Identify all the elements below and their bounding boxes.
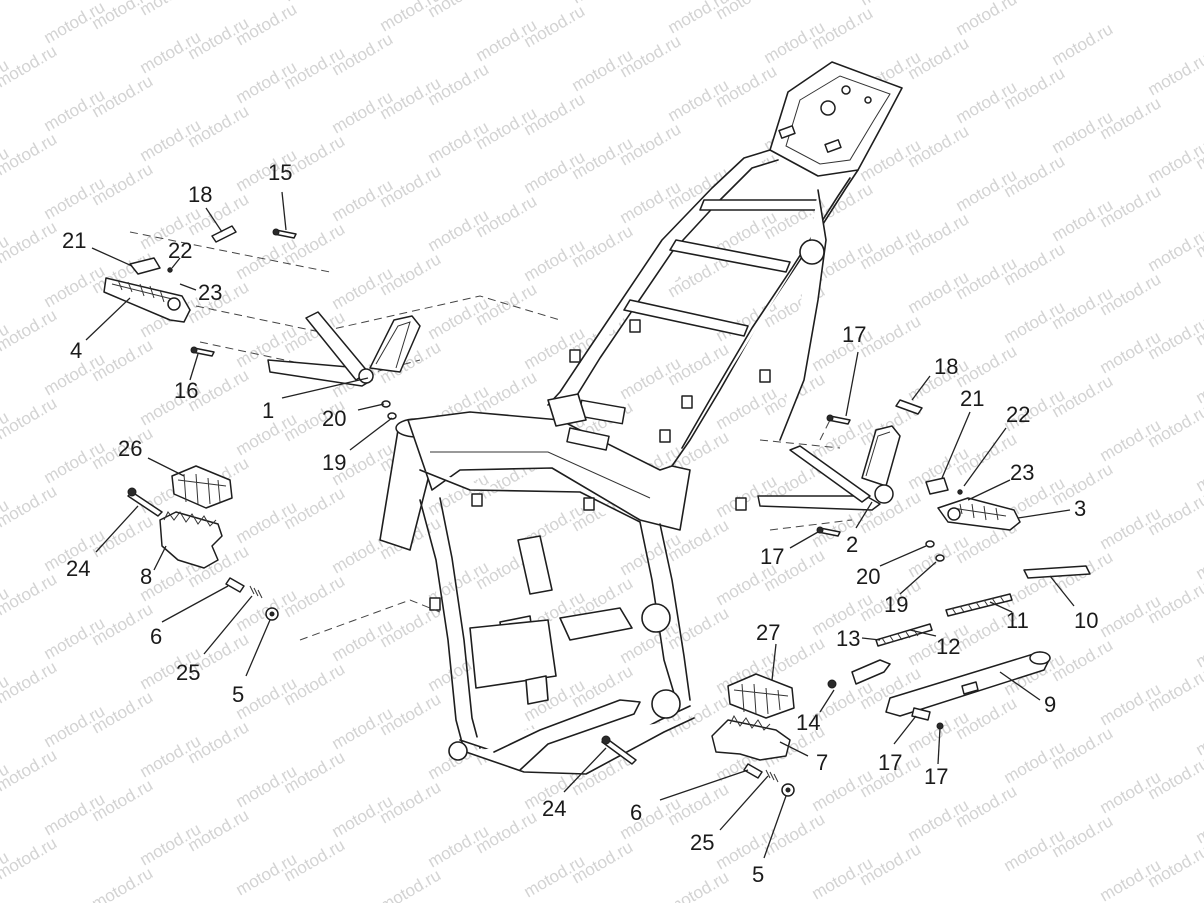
watermark-text: motod.ru — [0, 393, 60, 443]
watermark-text: motod.ru — [0, 833, 60, 883]
callout-8: 8 — [140, 564, 152, 589]
watermark-text: motod.ru — [1193, 357, 1204, 407]
watermark-text: motod.ru — [1145, 49, 1204, 99]
watermark-text: motod.ru — [1049, 19, 1117, 69]
callout-19: 19 — [322, 450, 346, 475]
small-hardware — [127, 225, 963, 797]
callout-5: 5 — [752, 862, 764, 887]
callout-21: 21 — [960, 386, 984, 411]
watermark-text: motod.ru — [0, 217, 60, 267]
callout-25: 25 — [690, 830, 714, 855]
callout-13: 13 — [836, 626, 860, 651]
watermark-text: motod.ru — [1193, 445, 1204, 495]
left-rear-footpeg — [103, 257, 191, 323]
right-footpeg-bracket — [757, 425, 901, 511]
watermark-text: motod.ru — [0, 657, 60, 707]
callout-17: 17 — [842, 322, 866, 347]
left-front-footpeg — [159, 465, 233, 569]
watermark-text: motod.ru — [0, 0, 60, 3]
callout-2: 2 — [846, 532, 858, 557]
watermark-text: motod.ru — [1193, 621, 1204, 671]
callout-6: 6 — [630, 800, 642, 825]
callout-7: 7 — [816, 750, 828, 775]
callout-1: 1 — [262, 398, 274, 423]
side-stand-assembly — [827, 565, 1091, 730]
callout-5: 5 — [232, 682, 244, 707]
watermark-text: motod.ru — [0, 305, 60, 355]
watermark-text: motod.ru — [1193, 533, 1204, 583]
callout-25: 25 — [176, 660, 200, 685]
callout-20: 20 — [856, 564, 880, 589]
callout-4: 4 — [70, 338, 82, 363]
callout-16: 14 — [796, 710, 820, 735]
callout-3: 3 — [1074, 496, 1086, 521]
callout-22: 22 — [1006, 402, 1030, 427]
left-footpeg-bracket — [267, 311, 421, 387]
callout-23: 23 — [198, 280, 222, 305]
watermark-text: motod.ru — [665, 867, 733, 903]
watermark-text: motod.ru — [1193, 709, 1204, 759]
callout-27: 27 — [756, 620, 780, 645]
right-front-footpeg — [711, 673, 795, 761]
callout-18: 18 — [188, 182, 212, 207]
callout-10: 10 — [1074, 608, 1098, 633]
callout-24: 24 — [66, 556, 90, 581]
watermark-text: motod.ru — [0, 129, 60, 179]
callout-11: 11 — [1006, 608, 1029, 633]
watermark-text: motod.ru — [377, 865, 445, 903]
watermark-text: motod.ru — [0, 745, 60, 795]
watermark-text: motod.ru — [1145, 225, 1204, 275]
watermark-text: motod.ru — [1145, 137, 1204, 187]
callout-22: 22 — [168, 238, 192, 263]
motorcycle-frame — [379, 61, 903, 775]
callout-26: 26 — [118, 436, 142, 461]
callout-18: 18 — [934, 354, 958, 379]
watermark-text: motod.ru — [0, 41, 60, 91]
callout-21: 21 — [62, 228, 86, 253]
callout-leaders — [85, 191, 1075, 859]
callout-6: 6 — [150, 624, 162, 649]
watermark-text: motod.ru — [1193, 797, 1204, 847]
callout-19: 19 — [884, 592, 908, 617]
callout-23: 23 — [1010, 460, 1034, 485]
callout-17: 15 — [268, 160, 292, 185]
callout-20: 20 — [322, 406, 346, 431]
watermark-text: motod.ru — [0, 569, 60, 619]
right-rear-footpeg — [925, 477, 1021, 531]
watermark-text: motod.ru — [0, 481, 60, 531]
callout-24: 24 — [542, 796, 566, 821]
watermark-text: motod.ru — [89, 863, 157, 903]
callout-15: 17 — [878, 750, 902, 775]
callout-17: 16 — [174, 378, 198, 403]
callout-9: 9 — [1044, 692, 1056, 717]
callout-labels: 15 18 21 22 23 4 16 1 20 19 26 24 8 6 25… — [62, 160, 1098, 887]
callout-14: 17 — [924, 764, 948, 789]
callout-12: 12 — [936, 634, 960, 659]
callout-17: 17 — [760, 544, 784, 569]
